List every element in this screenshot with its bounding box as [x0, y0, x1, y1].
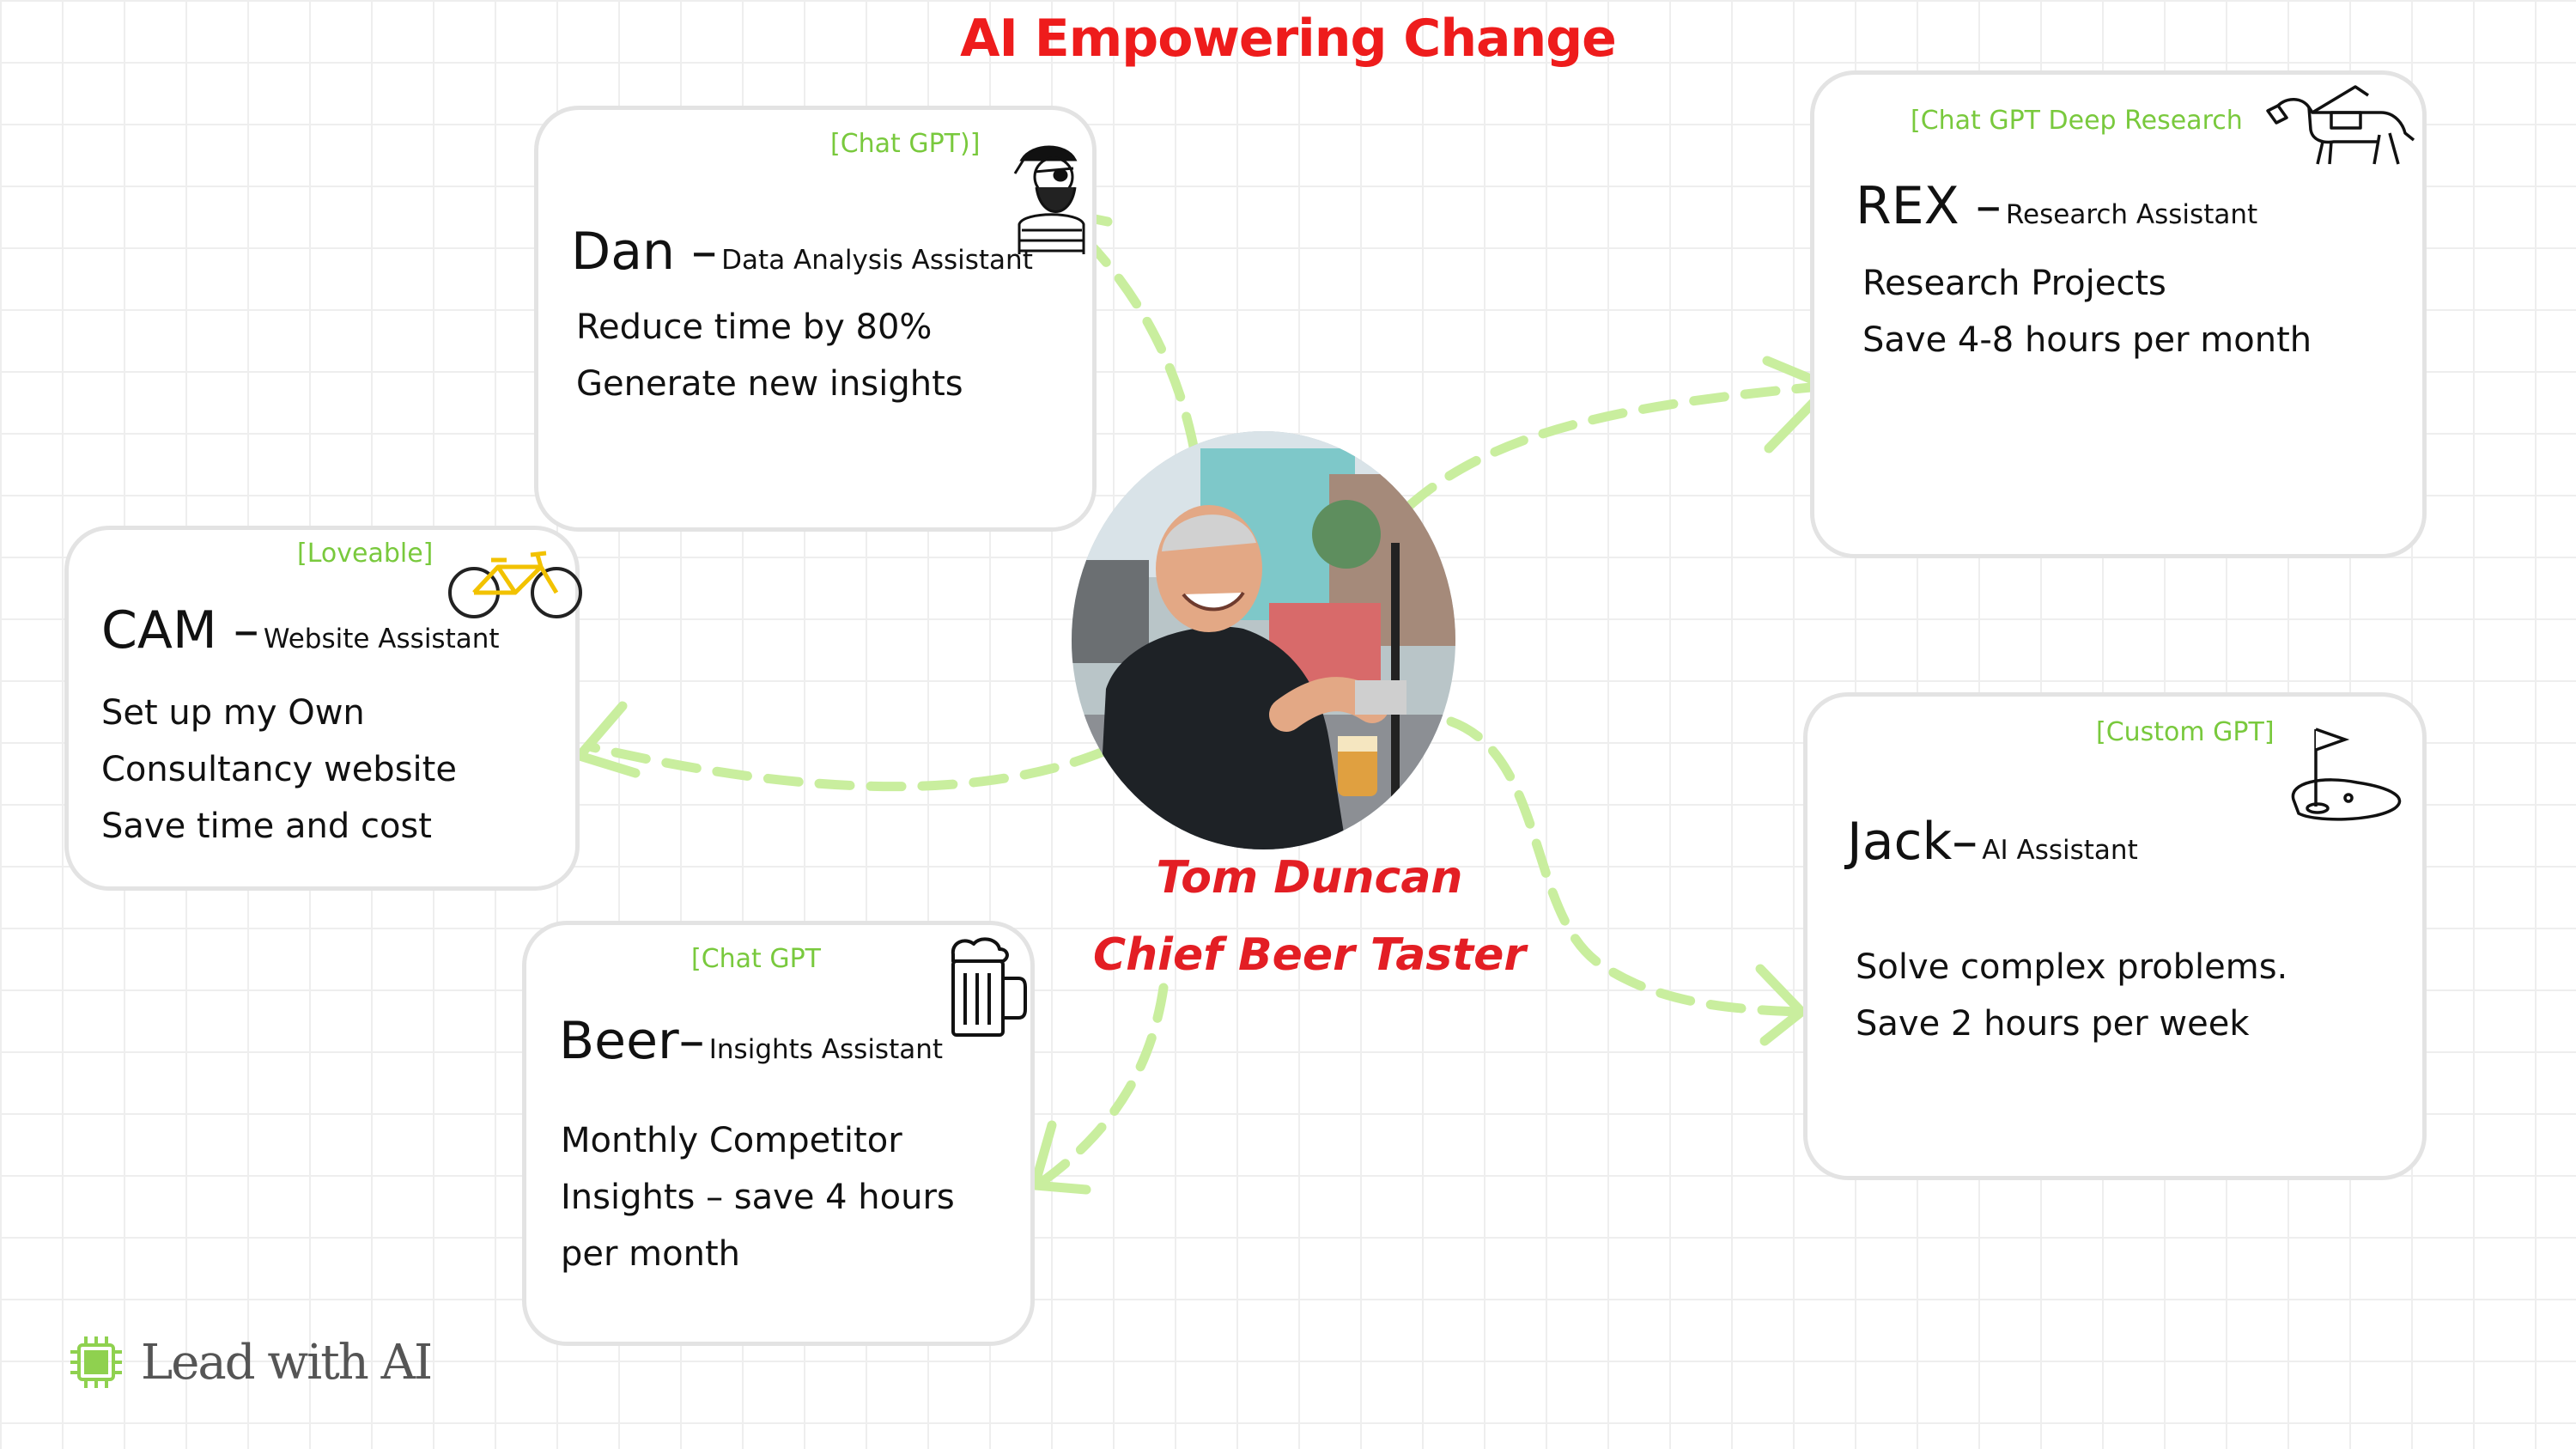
assistant-benefits: Reduce time by 80% Generate new insights	[576, 299, 963, 412]
assistant-benefits: Solve complex problems. Save 2 hours per…	[1856, 939, 2287, 1052]
assistant-benefits: Monthly Competitor Insights – save 4 hou…	[561, 1112, 955, 1282]
assistant-role: Insights Assistant	[708, 1034, 944, 1065]
assistant-name: REX – Research Assistant	[1856, 176, 2257, 236]
beer-mug-icon	[951, 937, 1027, 1037]
arrow-to-jack	[1446, 716, 1804, 1017]
card-rex: [Chat GPT Deep Research REX – Research A…	[1810, 70, 2427, 558]
assistant-name: Beer– Insights Assistant	[559, 1011, 943, 1071]
bicycle-icon	[448, 551, 582, 618]
tool-label: [Loveable]	[297, 539, 434, 569]
golf-flag-icon	[2291, 728, 2402, 821]
tool-label: [Chat GPT)]	[830, 129, 981, 159]
person-role: Chief Beer Taster	[1092, 929, 1527, 981]
assistant-name-text: Dan –	[571, 222, 718, 282]
assistant-benefits: Research Projects Save 4-8 hours per mon…	[1862, 255, 2312, 368]
benefit-line: Reduce time by 80%	[576, 307, 933, 347]
assistant-name-text: CAM –	[101, 600, 259, 661]
chip-icon	[70, 1336, 122, 1388]
logo-text: Lead with AI	[141, 1334, 433, 1391]
assistant-role: Website Assistant	[263, 624, 500, 654]
benefit-line: Consultancy website	[101, 750, 457, 789]
arrowhead-beer	[1028, 1120, 1091, 1195]
card-dan: [Chat GPT)] Dan – Data Analysis Assistan…	[534, 106, 1097, 532]
tool-label: [Chat GPT	[691, 944, 822, 974]
arrowhead-jack	[1755, 964, 1809, 1046]
page-title: AI Empowering Change	[960, 9, 1617, 69]
pirate-icon	[1013, 145, 1085, 254]
assistant-name-text: Beer–	[559, 1011, 705, 1071]
assistant-name-text: Jack–	[1847, 812, 1978, 872]
person-name: Tom Duncan	[1156, 852, 1463, 904]
benefit-line: Solve complex problems.	[1856, 947, 2288, 987]
arrow-to-rex	[1403, 381, 1826, 512]
tool-label: [Chat GPT Deep Research	[1911, 106, 2243, 136]
benefit-line: Save 4-8 hours per month	[1862, 320, 2312, 360]
benefit-line: Insights – save 4 hours	[561, 1178, 955, 1217]
benefit-line: per month	[561, 1234, 740, 1274]
arrow-to-beer	[1038, 983, 1169, 1186]
card-jack: [Custom GPT] Jack– AI Assistant Solve co…	[1803, 692, 2427, 1180]
tool-label: [Custom GPT]	[2096, 717, 2275, 747]
benefit-line: Save time and cost	[101, 807, 432, 846]
assistant-name-text: REX –	[1856, 176, 2002, 236]
assistant-name: Jack– AI Assistant	[1847, 812, 2138, 872]
guide-dog-icon	[2266, 85, 2415, 165]
card-beer: [Chat GPT Beer– Insights Assistant Month…	[522, 921, 1035, 1346]
benefit-line: Save 2 hours per week	[1856, 1004, 2250, 1044]
arrow-to-cam	[587, 742, 1109, 792]
benefit-line: Research Projects	[1862, 264, 2166, 303]
card-cam: [Loveable] CAM – Website Assistant Set u…	[64, 526, 582, 891]
logo: Lead with AI	[67, 1333, 433, 1391]
assistant-role: Data Analysis Assistant	[721, 245, 1033, 276]
assistant-name: Dan – Data Analysis Assistant	[571, 222, 1033, 282]
benefit-line: Set up my Own	[101, 693, 365, 733]
profile-photo	[1072, 431, 1455, 849]
benefit-line: Monthly Competitor	[561, 1121, 902, 1160]
arrowhead-cam	[571, 701, 641, 778]
assistant-role: AI Assistant	[1982, 835, 2138, 866]
benefit-line: Generate new insights	[576, 364, 963, 404]
assistant-name: CAM – Website Assistant	[101, 600, 500, 661]
assistant-benefits: Set up my Own Consultancy website Save t…	[101, 685, 457, 855]
profile-photo-illustration	[1072, 431, 1455, 849]
assistant-role: Research Assistant	[2005, 199, 2258, 230]
